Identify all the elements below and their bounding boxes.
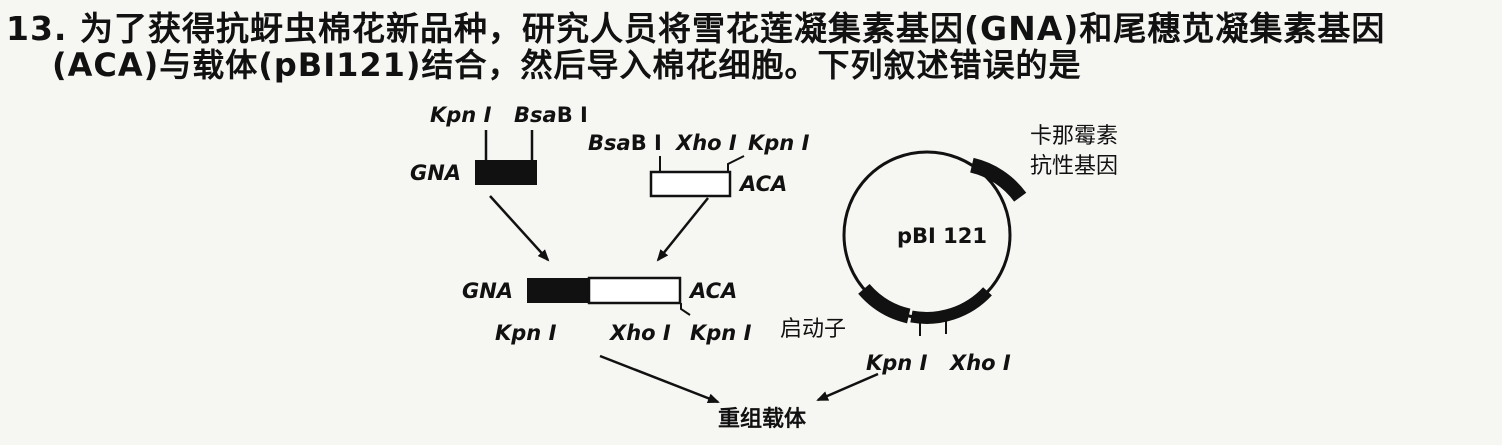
gna-site-kpn-label: Kpn Ⅰ (430, 103, 492, 127)
aca-gene-block (649, 170, 732, 198)
kanamycin-resistance-gene-segment (969, 157, 1027, 202)
arrow-gna-to-fusion (489, 195, 550, 262)
gna-gene-label: GNA (410, 161, 461, 185)
plasmid-xho-label: Xho Ⅰ (948, 351, 1011, 375)
question-text-line2: (ACA)与载体(pBI121)结合，然后导入棉花细胞。下列叙述错误的是 (52, 46, 1082, 84)
plasmid-name-label: pBI 121 (897, 224, 987, 248)
xho-kpn-insertion-segment (910, 287, 992, 324)
fusion-xho-label: Xho Ⅰ (608, 321, 671, 345)
arrow-fusion-to-vector (599, 354, 720, 404)
resistance-gene-label-line1: 卡那霉素 (1030, 124, 1118, 149)
aca-xho-tick (727, 155, 745, 172)
promoter-segment (858, 283, 911, 324)
fusion-kpn-left-label: Kpn Ⅰ (495, 321, 557, 345)
arrow-plasmid-to-vector (816, 372, 879, 402)
fusion-gna-label: GNA (462, 279, 513, 303)
fusion-kpn-right-label: Kpn Ⅰ (690, 321, 752, 345)
arrow-aca-to-fusion (656, 197, 709, 262)
aca-fragment: BsaB Ⅰ Xho Ⅰ Kpn Ⅰ ACA (588, 131, 810, 198)
aca-site-kpn-label: Kpn Ⅰ (748, 131, 810, 155)
plasmid-kpn-label: Kpn Ⅰ (866, 351, 928, 375)
fusion-aca-label: ACA (688, 279, 737, 303)
gna-gene-block (475, 160, 537, 185)
plasmid-pbi121: pBI 121 卡那霉素 抗性基因 启动子 Kpn Ⅰ Xho Ⅰ (780, 124, 1118, 375)
resistance-gene-label-line2: 抗性基因 (1030, 154, 1118, 179)
aca-site-bsab-label: BsaB Ⅰ (588, 131, 662, 155)
fusion-gna-block (527, 278, 589, 303)
gna-site-bsab-label: BsaB Ⅰ (514, 103, 588, 127)
gna-fragment: Kpn Ⅰ BsaB Ⅰ GNA (410, 103, 588, 185)
aca-site-xho-label: Xho Ⅰ (674, 131, 737, 155)
recombinant-vector-label: 重组载体 (718, 406, 807, 432)
fusion-gene: GNA ACA Kpn Ⅰ Xho Ⅰ Kpn Ⅰ (462, 276, 752, 345)
fusion-aca-block (587, 276, 682, 305)
promoter-label: 启动子 (780, 317, 846, 342)
fusion-xho-kpn-tick (680, 303, 691, 316)
question-text-line1: 13. 为了获得抗蚜虫棉花新品种，研究人员将雪花莲凝集素基因(GNA)和尾穗苋凝… (6, 9, 1386, 48)
aca-gene-label: ACA (738, 172, 787, 196)
